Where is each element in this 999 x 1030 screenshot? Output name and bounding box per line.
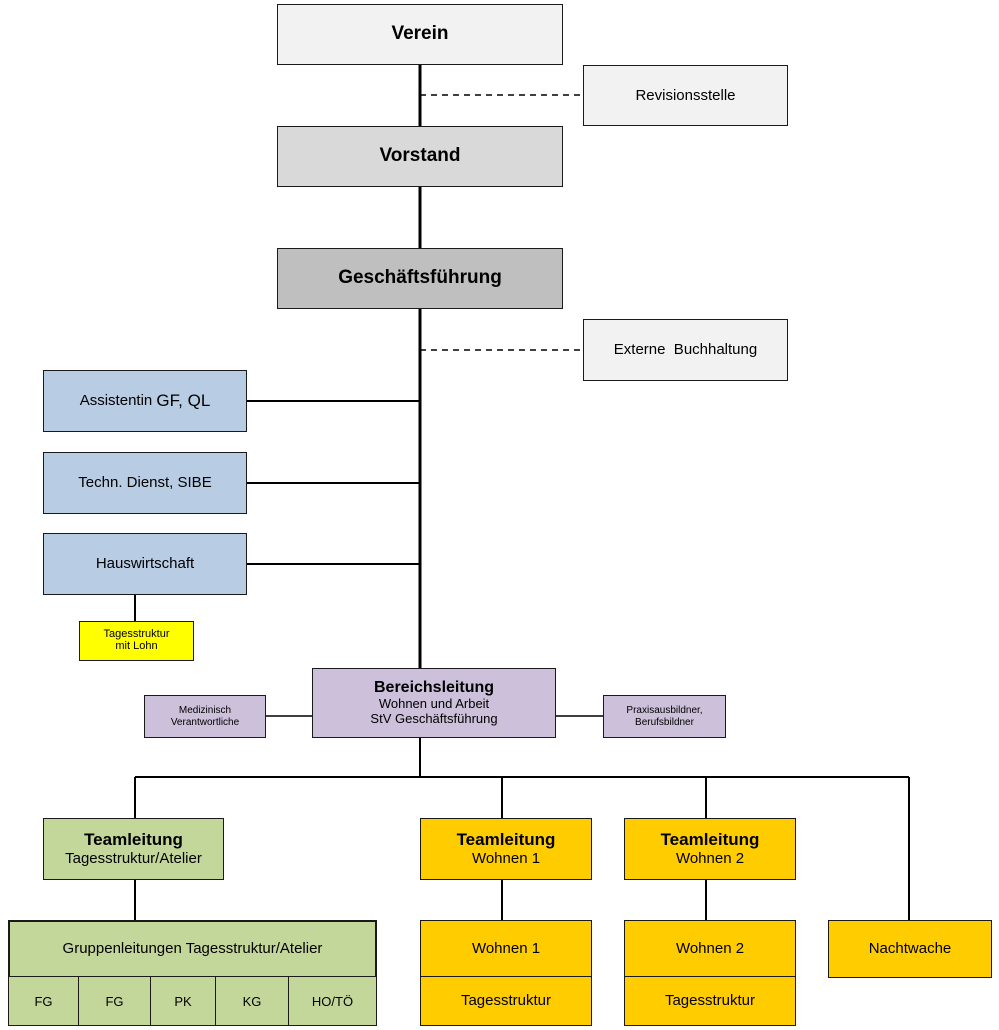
revisionsstelle-label: Revisionsstelle	[635, 86, 736, 104]
wohnen1-label: Wohnen 1	[471, 939, 541, 957]
gruppenleitungen-label: Gruppenleitungen Tagesstruktur/Atelier	[62, 940, 323, 957]
geschaeftsfuehrung-label: Geschäftsführung	[338, 267, 502, 289]
bereichsleitung-line2: StV Geschäftsführung	[370, 711, 498, 727]
teamleitung-wohnen2-box: Teamleitung Wohnen 2	[624, 818, 796, 880]
medizinisch-line2: Verantwortliche	[170, 716, 240, 728]
vorstand-label: Vorstand	[379, 145, 461, 167]
wohnen2-label: Wohnen 2	[675, 939, 745, 957]
gruppe-cell: HO/TÖ	[288, 976, 377, 1026]
teamleitung-wohnen2-title: Teamleitung	[660, 829, 760, 849]
praxisausbildner-box: Praxisausbildner, Berufsbildner	[603, 695, 726, 738]
wohnen2-box: Wohnen 2	[624, 920, 796, 977]
gruppe-cell-label: FG	[105, 993, 124, 1009]
gruppenleitungen-box: Gruppenleitungen Tagesstruktur/Atelier	[8, 920, 377, 978]
teamleitung-wohnen2-sub: Wohnen 2	[675, 850, 745, 868]
hauswirtschaft-label: Hauswirtschaft	[95, 555, 195, 572]
wohnen1-tagesstruktur-label: Tagesstruktur	[460, 992, 552, 1009]
medizinisch-line1: Medizinisch	[178, 704, 232, 716]
teamleitung-atelier-sub: Tagesstruktur/Atelier	[65, 850, 202, 868]
teamleitung-wohnen1-title: Teamleitung	[456, 829, 556, 849]
medizinisch-verantwortliche-box: Medizinisch Verantwortliche	[144, 695, 266, 738]
gruppe-cell: FG	[8, 976, 79, 1026]
hauswirtschaft-box: Hauswirtschaft	[43, 533, 247, 595]
assistentin-box: Assistentin GF, QL	[43, 370, 247, 432]
assistentin-label-gf: GF, QL	[156, 390, 211, 410]
teamleitung-wohnen1-sub: Wohnen 1	[471, 850, 541, 868]
tagesstruktur-mit-lohn-box: Tagesstruktur mit Lohn	[79, 621, 194, 661]
nachtwache-label: Nachtwache	[868, 940, 952, 957]
gruppe-cell-label: HO/TÖ	[311, 993, 354, 1009]
teamleitung-wohnen1-box: Teamleitung Wohnen 1	[420, 818, 592, 880]
verein-label: Verein	[391, 23, 449, 45]
externe-buchhaltung-box: Externe Buchhaltung	[583, 319, 788, 381]
bereichsleitung-line1: Wohnen und Arbeit	[378, 696, 490, 712]
gruppe-cell-label: PK	[174, 993, 192, 1009]
vorstand-box: Vorstand	[277, 126, 563, 187]
bereichsleitung-box: Bereichsleitung Wohnen und Arbeit StV Ge…	[312, 668, 556, 738]
wohnen1-box: Wohnen 1	[420, 920, 592, 977]
verein-box: Verein	[277, 4, 563, 65]
gruppe-cell: PK	[150, 976, 216, 1026]
gruppe-cell: FG	[78, 976, 151, 1026]
gruppe-cell: KG	[215, 976, 289, 1026]
bereichsleitung-title: Bereichsleitung	[373, 678, 495, 696]
gruppe-cell-label: KG	[242, 993, 262, 1009]
gruppe-cell-label: FG	[34, 993, 53, 1009]
teamleitung-atelier-title: Teamleitung	[84, 829, 183, 849]
teamleitung-atelier-box: Teamleitung Tagesstruktur/Atelier	[43, 818, 224, 880]
geschaeftsfuehrung-box: Geschäftsführung	[277, 248, 563, 309]
assistentin-label: Assistentin	[79, 392, 157, 409]
externe-buchhaltung-label: Externe Buchhaltung	[613, 341, 758, 358]
tagesstruktur-mit-lohn-line1: Tagesstruktur	[103, 628, 170, 641]
praxisausbildner-line1: Praxisausbildner,	[626, 704, 703, 716]
tagesstruktur-mit-lohn-line2: mit Lohn	[115, 640, 158, 652]
wohnen1-tagesstruktur-box: Tagesstruktur	[420, 976, 592, 1026]
praxisausbildner-line2: Berufsbildner	[635, 716, 694, 728]
wohnen2-tagesstruktur-box: Tagesstruktur	[624, 976, 796, 1026]
wohnen2-tagesstruktur-label: Tagesstruktur	[664, 992, 756, 1009]
nachtwache-box: Nachtwache	[828, 920, 992, 978]
techn-dienst-label: Techn. Dienst, SIBE	[78, 474, 212, 491]
techn-dienst-box: Techn. Dienst, SIBE	[43, 452, 247, 514]
revisionsstelle-box: Revisionsstelle	[583, 65, 788, 126]
